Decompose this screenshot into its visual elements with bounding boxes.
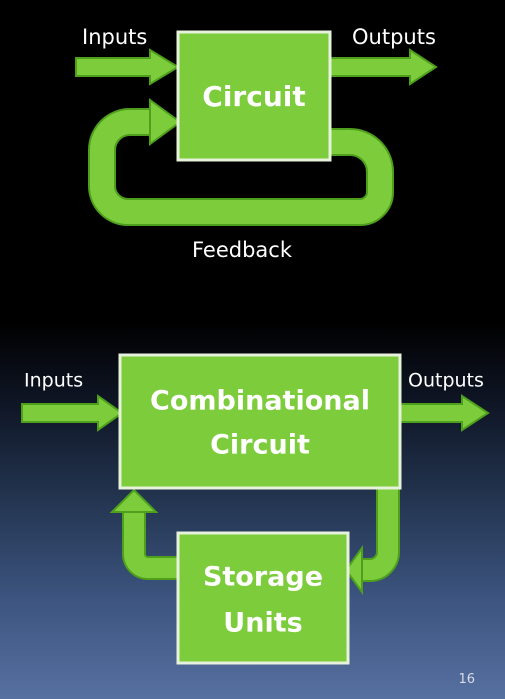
output-arrow-1 — [329, 48, 438, 86]
input-label-2: Inputs — [24, 370, 83, 392]
feedback-label: Feedback — [192, 238, 293, 262]
output-arrow-2 — [397, 394, 490, 432]
page-number: 16 — [458, 672, 475, 687]
output-label-2: Outputs — [408, 370, 484, 392]
circuit-diagram: Circuit Inputs Outputs Feedback — [75, 25, 438, 262]
storage-label-line2: Units — [223, 608, 302, 639]
circuit-box-label: Circuit — [202, 80, 305, 113]
storage-units-box — [176, 531, 350, 665]
combinational-label-line2: Circuit — [210, 430, 310, 461]
circuit-box — [176, 30, 332, 162]
storage-input-arrowhead — [344, 544, 363, 596]
output-label-1: Outputs — [352, 25, 436, 49]
input-label-1: Inputs — [82, 25, 147, 49]
feedback-arrowhead — [149, 98, 182, 146]
storage-label-line1: Storage — [203, 562, 323, 593]
circuit-feedback-arrowhead — [109, 488, 159, 513]
input-arrow-2 — [21, 394, 124, 432]
combinational-label-line1: Combinational — [150, 386, 370, 417]
combinational-circuit-box — [118, 353, 402, 490]
input-arrow-1 — [75, 48, 180, 86]
sequential-circuit-diagram: Combinational Circuit Storage Units Inpu… — [21, 353, 490, 665]
